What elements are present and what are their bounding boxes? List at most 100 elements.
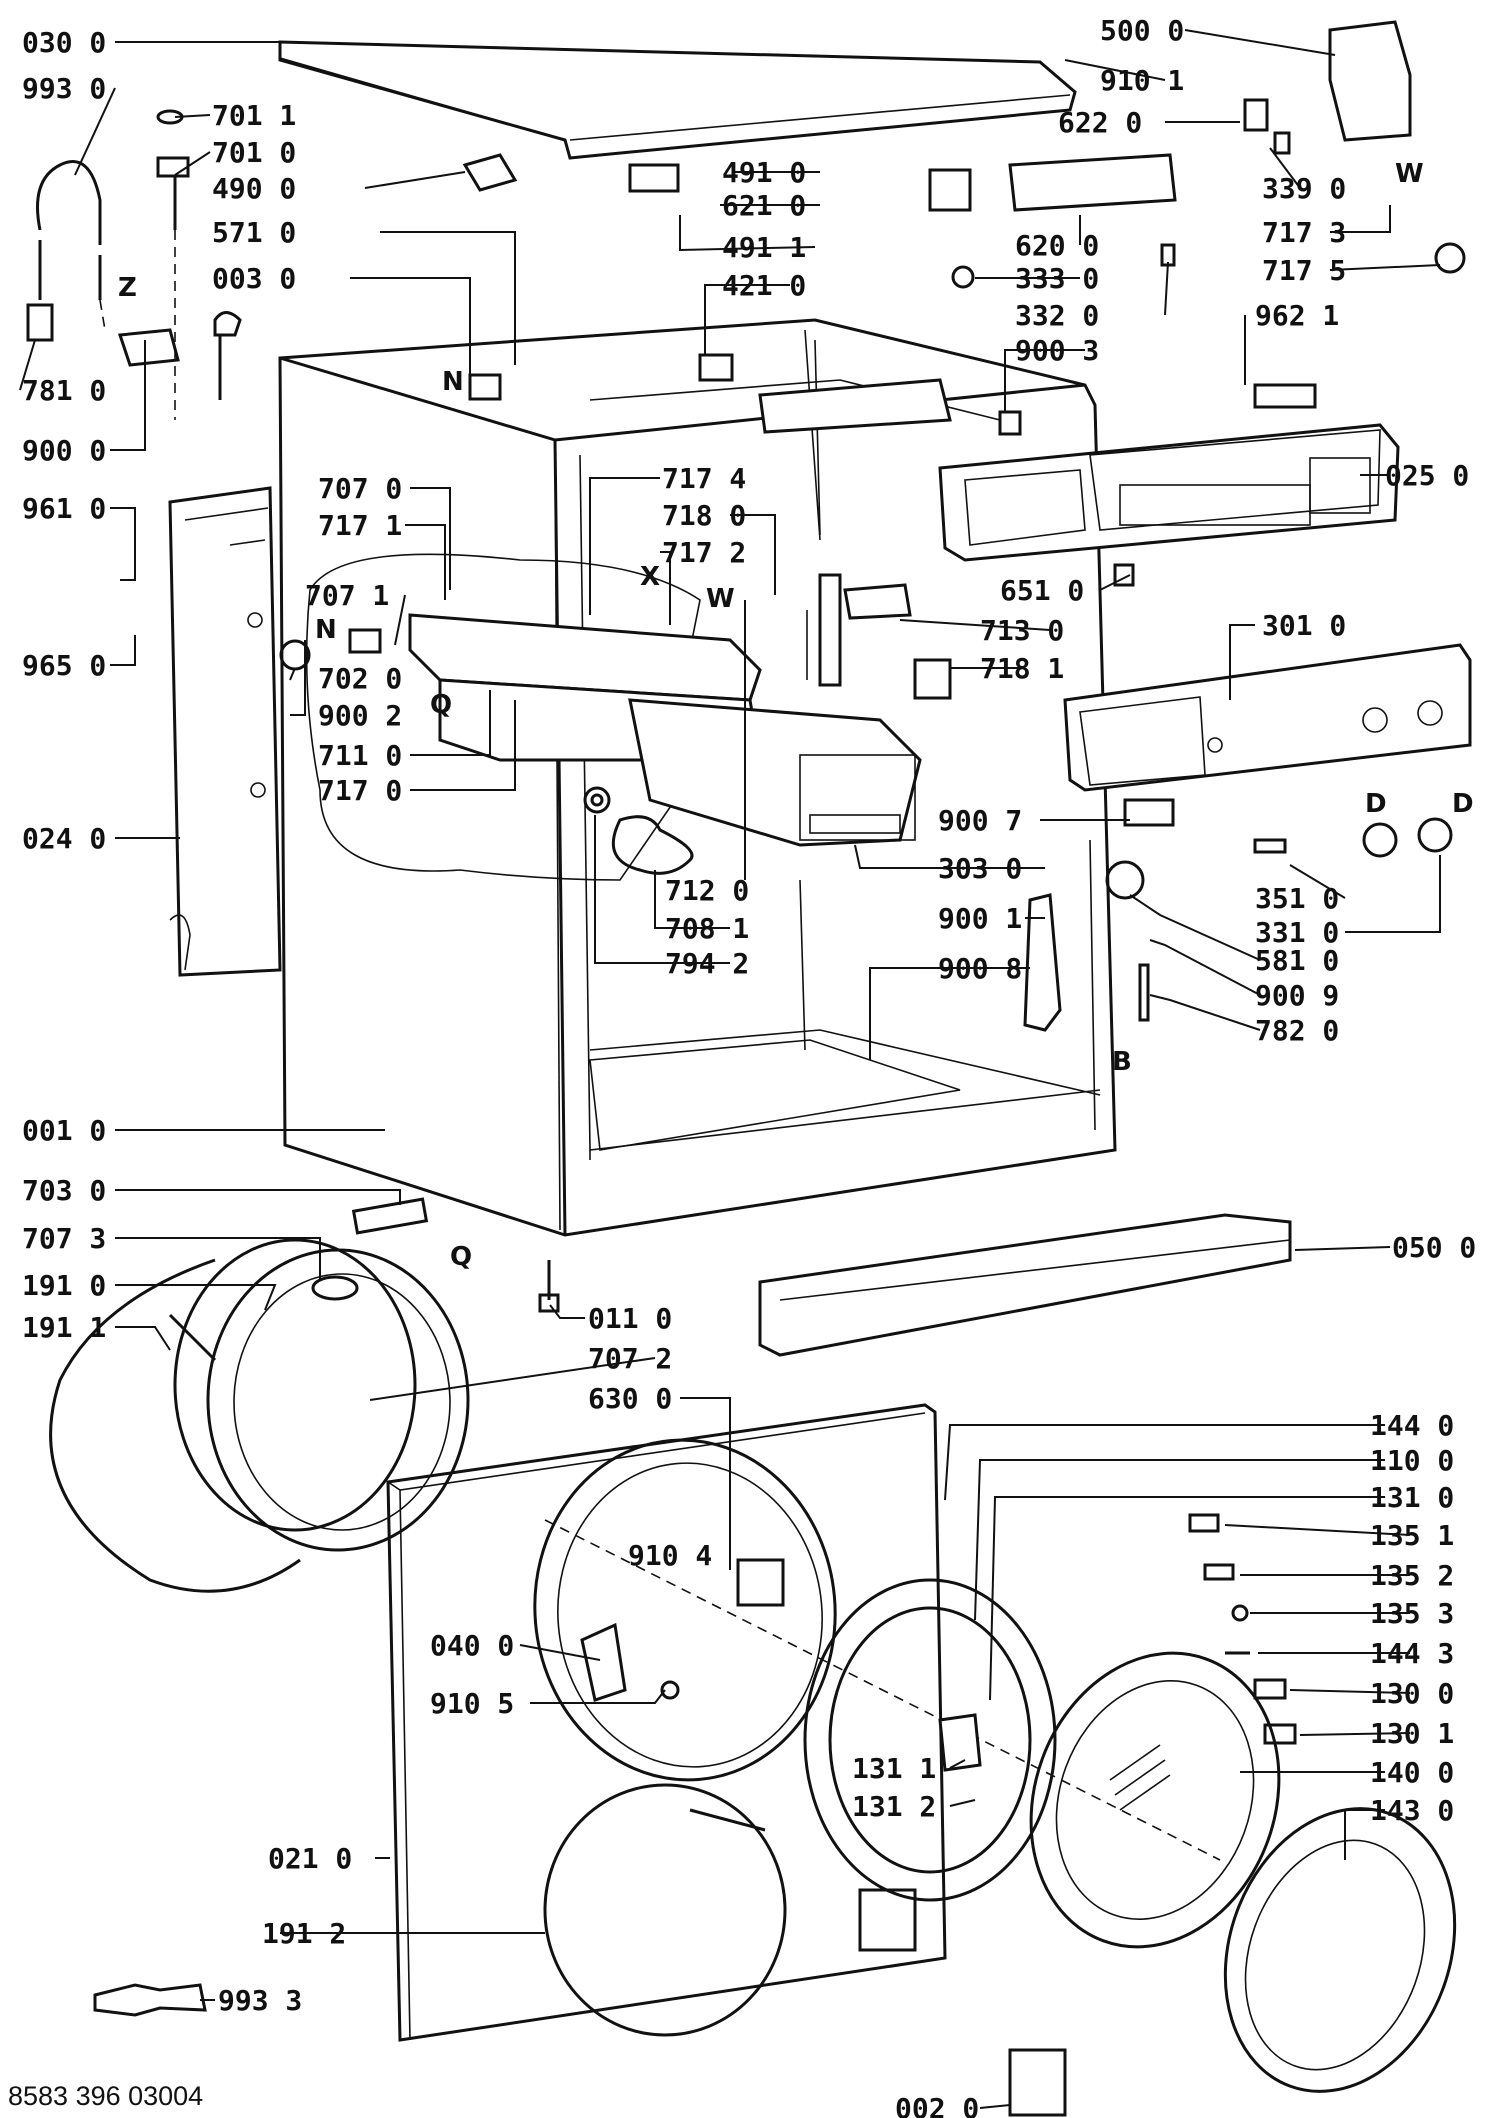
part-label: 717 2 [662, 536, 746, 569]
part-label: 011 0 [588, 1302, 672, 1335]
part-label: 581 0 [1255, 944, 1339, 977]
part-label: 331 0 [1255, 916, 1339, 949]
part-label: 191 1 [22, 1311, 106, 1344]
part-label: 717 3 [1262, 216, 1346, 249]
small-parts-drawing [279, 20, 1466, 1032]
marker-d: D [1452, 789, 1474, 819]
front-panel-drawing [386, 1403, 1221, 2042]
marker-q: Q [450, 1242, 472, 1272]
part-label: 707 2 [588, 1342, 672, 1375]
part-label: 711 0 [318, 739, 402, 772]
part-label: 001 0 [22, 1114, 106, 1147]
side-panel-drawing [168, 486, 282, 977]
part-label: 002 0 [895, 2092, 979, 2118]
part-label: 301 0 [1262, 609, 1346, 642]
dispenser-zone-drawing [305, 553, 922, 881]
part-label: 965 0 [22, 649, 106, 682]
plinth-drawing [758, 1213, 1292, 1357]
top-lid-drawing [278, 40, 1077, 160]
part-label: 717 1 [318, 509, 402, 542]
part-label: 717 0 [318, 774, 402, 807]
leader-lines [19, 29, 1441, 2109]
part-label: 110 0 [1370, 1444, 1454, 1477]
part-label: 718 1 [980, 652, 1064, 685]
part-label: 332 0 [1015, 299, 1099, 332]
part-label: 050 0 [1392, 1231, 1476, 1264]
part-label: 794 2 [665, 947, 749, 980]
part-label: 491 1 [722, 231, 806, 264]
part-label: 040 0 [430, 1629, 514, 1662]
part-label: 707 3 [22, 1222, 106, 1255]
part-label: 630 0 [588, 1382, 672, 1415]
part-label: 030 0 [22, 26, 106, 59]
part-label: 900 3 [1015, 334, 1099, 367]
part-label: 707 1 [305, 579, 389, 612]
part-label: 621 0 [722, 189, 806, 222]
part-label: 910 4 [628, 1539, 712, 1572]
marker-d: D [1365, 789, 1387, 819]
part-label: 490 0 [212, 172, 296, 205]
part-label: 339 0 [1262, 172, 1346, 205]
marker-q: Q [430, 690, 452, 720]
part-label: 024 0 [22, 822, 106, 855]
fascia-panel-drawing [1063, 643, 1472, 792]
marker-n: N [442, 367, 464, 397]
part-label: 708 1 [665, 912, 749, 945]
part-label: 351 0 [1255, 882, 1339, 915]
part-label: 131 2 [852, 1790, 936, 1823]
marker-w: W [1395, 159, 1424, 189]
part-label: 191 0 [22, 1269, 106, 1302]
part-label: 701 0 [212, 136, 296, 169]
part-label: 900 0 [22, 434, 106, 467]
marker-n: N [315, 615, 337, 645]
part-label: 135 1 [1370, 1519, 1454, 1552]
part-label: 144 0 [1370, 1409, 1454, 1442]
part-label: 651 0 [1000, 574, 1084, 607]
marker-b: B [1112, 1047, 1132, 1077]
part-label: 900 8 [938, 952, 1022, 985]
reference-markers: Z N X W N W D D B Q Q [118, 159, 1474, 1272]
part-label: 135 3 [1370, 1597, 1454, 1630]
part-label: 718 0 [662, 499, 746, 532]
part-label: 130 0 [1370, 1677, 1454, 1710]
part-label: 140 0 [1370, 1756, 1454, 1789]
part-label: 571 0 [212, 216, 296, 249]
part-label: 421 0 [722, 269, 806, 302]
part-label: 910 5 [430, 1687, 514, 1720]
part-label: 144 3 [1370, 1637, 1454, 1670]
door-parts-drawing [803, 1578, 1457, 2117]
part-label: 130 1 [1370, 1717, 1454, 1750]
bellows-drawing [49, 1238, 470, 1593]
small-parts-lower-drawing [93, 1197, 1297, 2017]
marker-x: X [640, 562, 660, 592]
part-label: 191 2 [262, 1917, 346, 1950]
control-panel-drawing [938, 423, 1400, 562]
document-number: 8583 396 03004 [8, 2081, 203, 2111]
part-label: 993 3 [218, 1984, 302, 2017]
part-label: 900 2 [318, 699, 402, 732]
part-label: 993 0 [22, 72, 106, 105]
part-label: 135 2 [1370, 1559, 1454, 1592]
part-label: 910 1 [1100, 64, 1184, 97]
part-label: 962 1 [1255, 299, 1339, 332]
part-label: 900 9 [1255, 979, 1339, 1012]
part-label: 707 0 [318, 472, 402, 505]
part-label: 003 0 [212, 262, 296, 295]
part-label: 622 0 [1058, 106, 1142, 139]
part-label: 712 0 [665, 874, 749, 907]
part-labels: 030 0 993 0 701 1 701 0 490 0 571 0 003 … [22, 14, 1476, 2118]
part-label: 025 0 [1385, 459, 1469, 492]
part-label: 782 0 [1255, 1014, 1339, 1047]
part-label: 500 0 [1100, 14, 1184, 47]
part-label: 717 4 [662, 462, 746, 495]
part-label: 491 0 [722, 156, 806, 189]
part-label: 961 0 [22, 492, 106, 525]
part-label: 701 1 [212, 99, 296, 132]
part-label: 021 0 [268, 1842, 352, 1875]
hoses-drawing [26, 109, 242, 420]
part-label: 143 0 [1370, 1794, 1454, 1827]
part-label: 131 0 [1370, 1481, 1454, 1514]
part-label: 333 0 [1015, 262, 1099, 295]
part-label: 703 0 [22, 1174, 106, 1207]
